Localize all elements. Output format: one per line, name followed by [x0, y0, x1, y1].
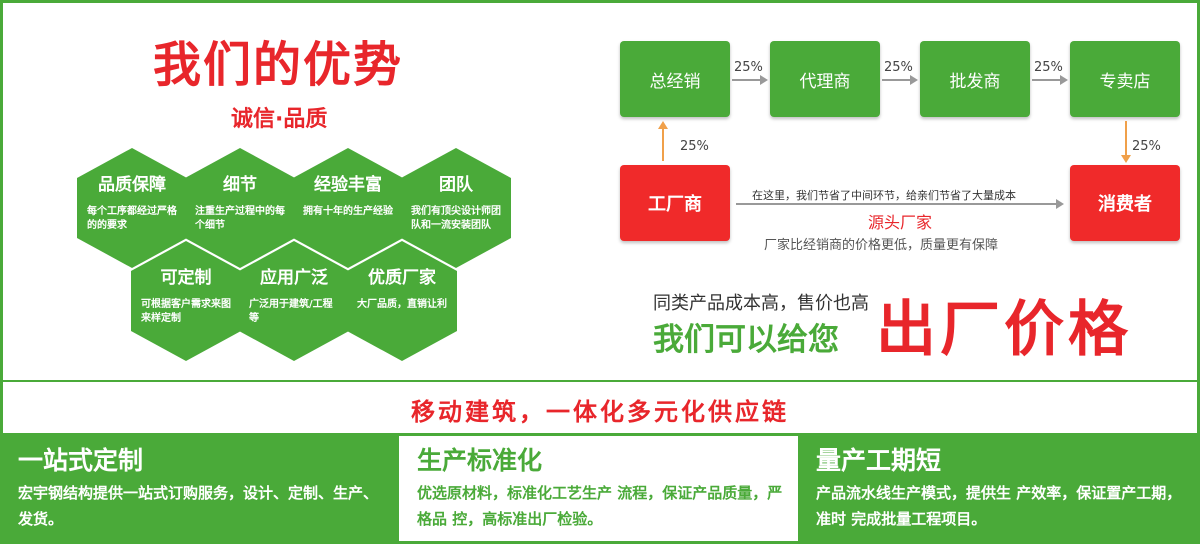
- factory-box: 工厂商: [620, 165, 730, 241]
- hex-desc: 可根据客户需求来图来样定制: [141, 299, 231, 324]
- panel-text: 优选原材料，标准化工艺生产 流程，保证产品质量，严格品 控，高标准出厂检验。: [417, 484, 783, 528]
- chain-agent: 代理商: [770, 41, 880, 117]
- panel-standardization: 生产标准化 优选原材料，标准化工艺生产 流程，保证产品质量，严格品 控，高标准出…: [399, 436, 798, 544]
- promo-line: 同类产品成本高，售价也高: [653, 293, 869, 314]
- percent-label: 25%: [734, 60, 763, 75]
- consumer-box: 消费者: [1070, 165, 1180, 241]
- arrow-right: [882, 75, 918, 85]
- hex-manufacturer: 优质厂家 大厂品质，直销让利: [347, 241, 457, 361]
- page-title: 我们的优势: [153, 37, 404, 93]
- source-factory-label: 源头厂家: [868, 213, 933, 232]
- arrow-right: [732, 75, 768, 85]
- hex-desc: 我们有顶尖设计师团队和一流安装团队: [411, 206, 501, 231]
- factory-price: 出厂价格: [876, 295, 1132, 365]
- hex-desc: 广泛用于建筑/工程等: [249, 299, 333, 324]
- hex-title: 品质保障: [98, 175, 166, 195]
- panel-one-stop: 一站式定制 宏宇钢结构提供一站式订购服务，设计、定制、生产、发货。: [0, 436, 399, 544]
- hex-title: 细节: [223, 175, 257, 195]
- slogan-bar: 移动建筑，一体化多元化供应链: [0, 380, 1200, 436]
- arrow-down: [1121, 121, 1131, 163]
- hex-title: 团队: [439, 175, 473, 195]
- slogan-text: 移动建筑，一体化多元化供应链: [411, 398, 789, 426]
- hex-title: 经验丰富: [314, 175, 382, 195]
- panel-title: 量产工期短: [816, 446, 942, 475]
- hex-title: 可定制: [160, 268, 212, 288]
- panel-title: 一站式定制: [18, 446, 144, 475]
- advantages-section: 我们的优势 诚信·品质 品质保障 每个工序都经过严格的的要求 细节 注重生产过程…: [0, 0, 1200, 380]
- hex-title: 优质厂家: [368, 268, 436, 288]
- chain-wholesaler: 批发商: [920, 41, 1030, 117]
- percent-label: 25%: [680, 139, 709, 154]
- hex-desc: 大厂品质，直销让利: [357, 299, 447, 310]
- hex-application: 应用广泛 广泛用于建筑/工程等: [239, 241, 349, 361]
- page-subtitle: 诚信·品质: [231, 107, 328, 132]
- panel-title: 生产标准化: [417, 446, 543, 475]
- percent-label: 25%: [884, 60, 913, 75]
- arrow-direct: [736, 199, 1064, 209]
- promo-headline: 我们可以给您: [653, 322, 839, 358]
- percent-label: 25%: [1034, 60, 1063, 75]
- percent-label: 25%: [1132, 139, 1161, 154]
- panel-text: 产品流水线生产模式，提供生 产效率，保证置产工期，准时 完成批量工程项目。: [816, 484, 1182, 528]
- arrow-up: [658, 121, 668, 161]
- chain-store: 专卖店: [1070, 41, 1180, 117]
- hex-team: 团队 我们有顶尖设计师团队和一流安装团队: [401, 148, 511, 268]
- hex-desc: 拥有十年的生产经验: [303, 206, 393, 217]
- arrow-right: [1032, 75, 1068, 85]
- price-note: 厂家比经销商的价格更低，质量更有保障: [764, 238, 999, 253]
- hex-desc: 注重生产过程中的每个细节: [195, 206, 285, 231]
- hex-desc: 每个工序都经过严格的的要求: [87, 206, 177, 231]
- chain-general-distributor: 总经销: [620, 41, 730, 117]
- panel-short-lead-time: 量产工期短 产品流水线生产模式，提供生 产效率，保证置产工期，准时 完成批量工程…: [798, 436, 1200, 544]
- flow-note: 在这里，我们节省了中间环节，给亲们节省了大量成本: [752, 189, 1016, 202]
- hex-experience: 经验丰富 拥有十年的生产经验: [293, 148, 403, 268]
- panel-text: 宏宇钢结构提供一站式订购服务，设计、定制、生产、发货。: [18, 484, 379, 528]
- hex-title: 应用广泛: [260, 268, 328, 288]
